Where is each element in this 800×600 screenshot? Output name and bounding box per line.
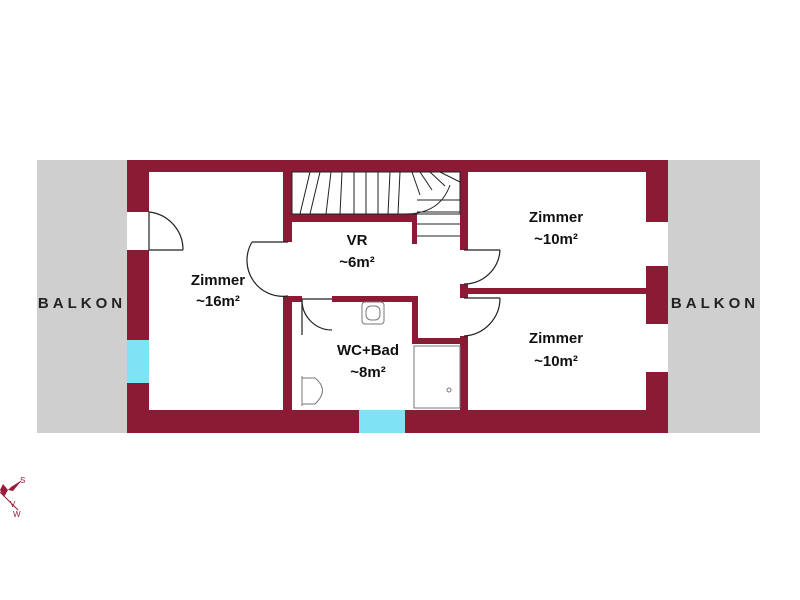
compass-w: W (13, 510, 21, 519)
window-bottom (359, 410, 405, 433)
doors (148, 211, 501, 337)
inner-walls (283, 172, 646, 410)
compass-v: V (10, 500, 16, 509)
staircase (291, 171, 461, 237)
compass-icon: S V W (0, 476, 25, 519)
room-bath-area: ~8m² (350, 364, 385, 381)
balcony-left-label: BALKON (38, 295, 126, 312)
room-bath-name: WC+Bad (337, 342, 399, 359)
room-left-area: ~16m² (196, 293, 240, 310)
room-bottom-right-area: ~10m² (534, 353, 578, 370)
window-left (127, 340, 149, 383)
balcony-right-label: BALKON (671, 295, 759, 312)
sink-icon (361, 301, 385, 325)
balcony-right (668, 160, 760, 433)
toilet-icon (301, 377, 323, 405)
room-vr-area: ~6m² (339, 254, 374, 271)
outer-walls (127, 160, 668, 433)
room-vr-name: VR (347, 232, 368, 249)
room-top-right-area: ~10m² (534, 231, 578, 248)
bath-fixtures (301, 301, 461, 409)
balcony-left (37, 160, 127, 433)
room-left-name: Zimmer (191, 272, 245, 289)
room-bottom-right-name: Zimmer (529, 330, 583, 347)
compass-s: S (20, 476, 25, 485)
room-top-right-name: Zimmer (529, 209, 583, 226)
shower-tray-icon (413, 345, 461, 409)
